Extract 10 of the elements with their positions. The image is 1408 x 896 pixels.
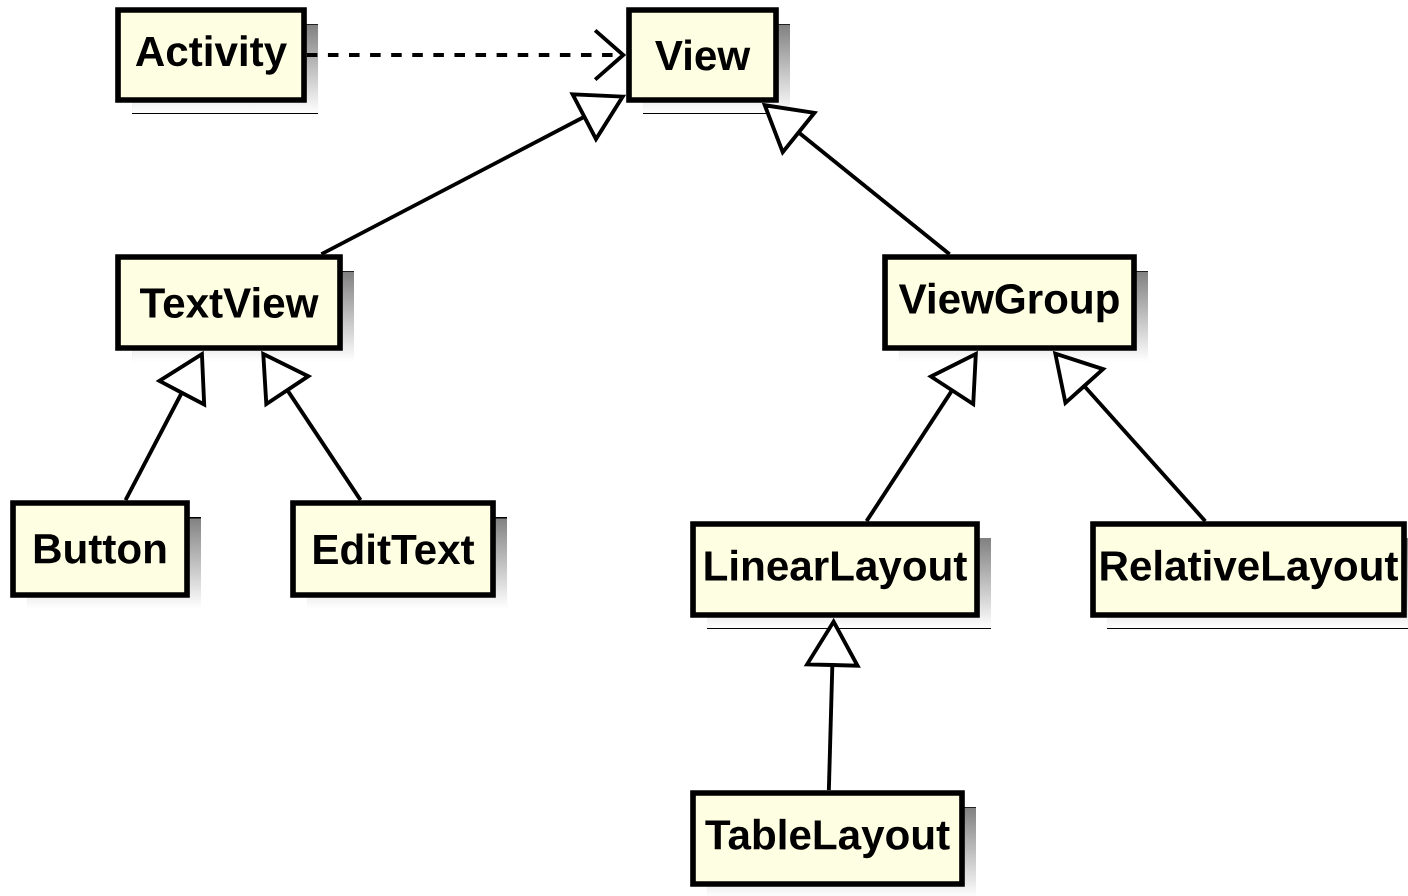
arrow bbox=[306, 28, 627, 82]
class-box: RelativeLayout bbox=[1090, 521, 1408, 629]
class-box: TextView bbox=[115, 254, 354, 362]
class-box: EditText bbox=[290, 500, 507, 609]
class-box: Activity bbox=[115, 7, 318, 114]
class-box: Button bbox=[10, 500, 201, 609]
class-box: TableLayout bbox=[690, 790, 976, 896]
class-box: View bbox=[626, 7, 790, 114]
class-box: ViewGroup bbox=[882, 254, 1148, 362]
class-box: LinearLayout bbox=[690, 521, 991, 629]
